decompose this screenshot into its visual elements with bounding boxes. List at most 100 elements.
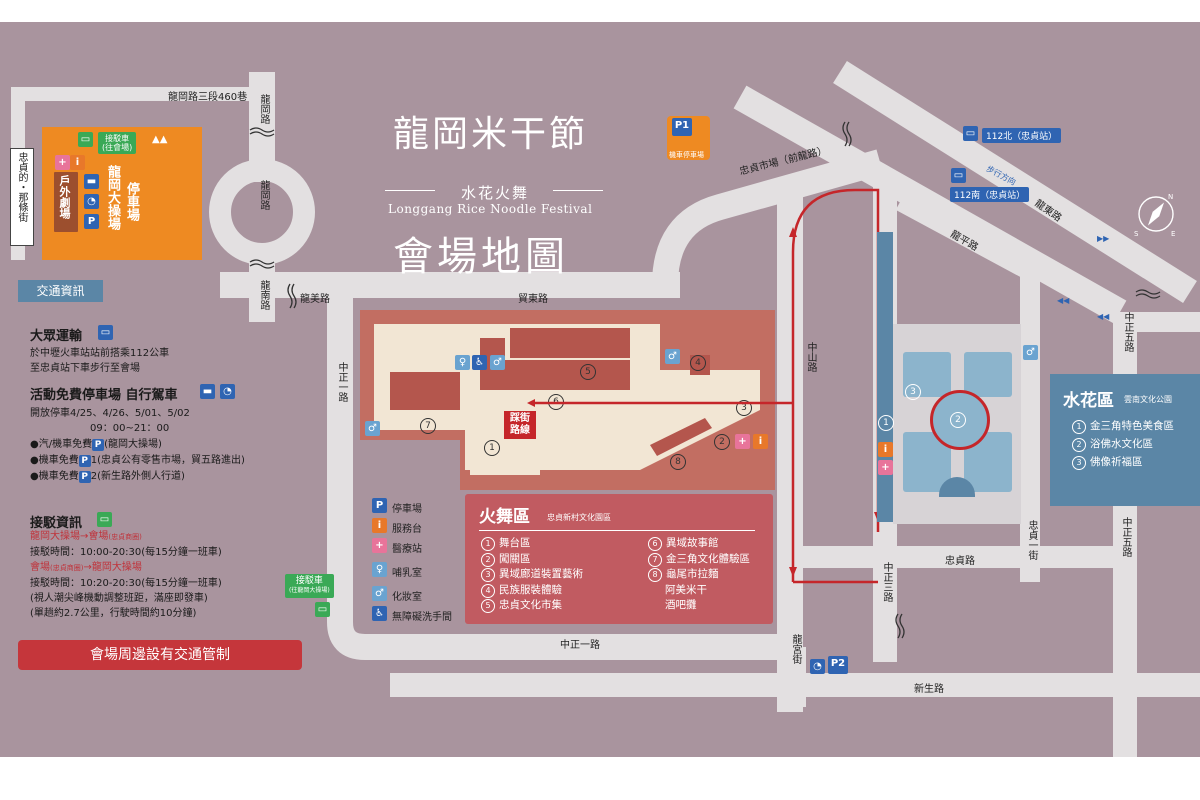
outdoor-theatre-label: 戶外劇場 — [58, 175, 71, 219]
shuttle-note-1: (視人潮尖峰機動調整班距，滿座即發車) — [30, 593, 208, 604]
p2-icon: P2 — [828, 656, 848, 674]
public-line-2: 至忠貞站下車步行至會場 — [30, 363, 140, 374]
road-zhongzheng-3: 中正三路 — [881, 562, 892, 602]
venue-num-3: 3 — [736, 400, 752, 416]
fire-zone-subtitle: 忠貞新村文化園區 — [547, 513, 611, 522]
shuttle-bus-icon: ▭ — [97, 512, 112, 527]
park-num-2: 2 — [950, 412, 966, 428]
fire-zone-title: 火舞區 — [479, 507, 530, 527]
road-zhongzheng-1-bottom: 中正一路 — [560, 640, 600, 651]
shuttle-stop-venue: 接駁車 (往龍岡大操場) — [285, 574, 334, 598]
parking-lot-suffix: 停車場 — [124, 182, 139, 221]
compass-icon: N E S — [1134, 193, 1175, 238]
shuttle-stop-lot-label: 接駁車 — [105, 134, 130, 143]
route-2: 會場 — [30, 562, 50, 573]
shuttle-stop-lot: 接駁車 (往會場) — [98, 132, 137, 154]
p1-label: 機車停車場 — [669, 151, 704, 159]
route-2-dest: →龍岡大操場 — [83, 562, 142, 573]
shuttle-venue-sub: (往龍岡大操場) — [289, 587, 330, 594]
car-icon: ▬ — [84, 174, 99, 189]
road-zhongzheng-1: 中正一路 — [336, 362, 347, 402]
venue-restroom-icon-2: ♂ — [665, 349, 680, 364]
zhongzhen-street-label: 忠貞的・那條街 — [16, 152, 27, 222]
venue-restroom-icon: ♂ — [490, 355, 505, 370]
venue-num-8: 8 — [670, 454, 686, 470]
bus-stop-north-icon: ▭ — [963, 126, 978, 141]
venue-num-5: 5 — [580, 364, 596, 380]
open-dates: 開放停車4/25、4/26、5/01、5/02 — [30, 408, 190, 419]
walk-arrow-1: ▶▶ — [1097, 234, 1110, 243]
road-longmei: 龍美路 — [300, 294, 330, 305]
road-zhongzhen: 忠貞路 — [945, 556, 975, 567]
scooter-icon: ◔ — [84, 194, 99, 209]
svg-text:E: E — [1171, 230, 1175, 238]
water-zone-subtitle: 雲南文化公園 — [1124, 395, 1172, 404]
parking-text: 開放停車4/25、4/26、5/01、5/02 09：00~21：00 — [30, 406, 190, 436]
road-longgang-top: 龍岡路 — [258, 94, 269, 124]
map-title: 會場地圖 — [393, 234, 569, 280]
venue-info-icon: i — [753, 434, 768, 449]
road-zhongzheng-5: 中正五路 — [1122, 312, 1133, 352]
venue-num-2: 2 — [714, 434, 730, 450]
road-zhongzhen-1st: 忠貞一街 — [1026, 520, 1037, 560]
shuttle-stop-lot-sub: (往會場) — [102, 143, 133, 152]
festival-title: 龍岡米干節 — [393, 114, 589, 155]
shuttle-venue-label: 接駁車 — [295, 576, 323, 586]
road-longgang-circle: 龍岡路 — [258, 180, 269, 210]
bus-icon: ▭ — [78, 132, 93, 147]
shuttle-title: 接駁資訊 — [30, 516, 83, 531]
shuttle-text: 龍岡大操場→會場(忠貞商圈) 接駁時間：10:00-20:30(每15分鐘一班車… — [30, 529, 222, 621]
p2-scooter-icon: ◔ — [810, 659, 825, 674]
public-bus-icon: ▭ — [98, 325, 113, 340]
venue-num-4: 4 — [690, 355, 706, 371]
road-longnan: 龍南路 — [258, 280, 269, 310]
venue-medical-icon: + — [735, 434, 750, 449]
fire-zone-item: 酒吧攤 — [665, 599, 697, 611]
open-hours: 09：00~21：00 — [90, 423, 170, 434]
festival-subtitle: 水花火舞 — [460, 184, 529, 202]
route-1: 龍岡大操場→會場 — [30, 531, 109, 542]
info-icon: i — [70, 155, 85, 170]
road-zhongshan: 中山路 — [805, 342, 816, 372]
walk-arrow-3: ◀◀ — [1097, 312, 1110, 321]
zhongzhen-street-box — [10, 148, 34, 246]
road-longgong: 龍宮街 — [790, 634, 801, 664]
parking-title: 活動免費停車場 自行駕車 — [30, 388, 178, 403]
park-strip — [877, 232, 893, 522]
legend-car-icon: ▬ — [200, 384, 215, 399]
park-info-icon: i — [878, 442, 893, 457]
parking-icon: P — [84, 214, 99, 229]
traffic-info-header: 交通資訊 — [18, 280, 103, 302]
walk-route-label: 踩街路線 — [504, 411, 536, 439]
public-transport-title: 大眾運輸 — [30, 329, 83, 344]
park-num-3: 3 — [905, 384, 921, 400]
festival-english: Longgang Rice Noodle Festival — [388, 202, 593, 216]
road-zhongzheng-5-b: 中正五路 — [1120, 517, 1131, 557]
park-restroom-icon: ♂ — [1023, 345, 1038, 360]
route-2-sub: (忠貞商圈) — [50, 564, 84, 572]
venue-num-1: 1 — [484, 440, 500, 456]
route-1-sub: (忠貞商圈) — [108, 533, 142, 541]
public-transport-text: 於中壢火車站站前搭乘112公車 至忠貞站下車步行至會場 — [30, 346, 169, 376]
walk-arrow-2: ◀◀ — [1057, 296, 1070, 305]
venue-shuttle-bus-icon: ▭ — [315, 602, 330, 617]
venue-nursing-icon: ♀ — [455, 355, 470, 370]
water-zone-title: 水花區 — [1063, 391, 1114, 411]
shuttle-note-2: (單趟約2.7公里，行駛時間約10分鐘) — [30, 608, 197, 619]
venue-accessible-icon: ♿ — [472, 355, 487, 370]
